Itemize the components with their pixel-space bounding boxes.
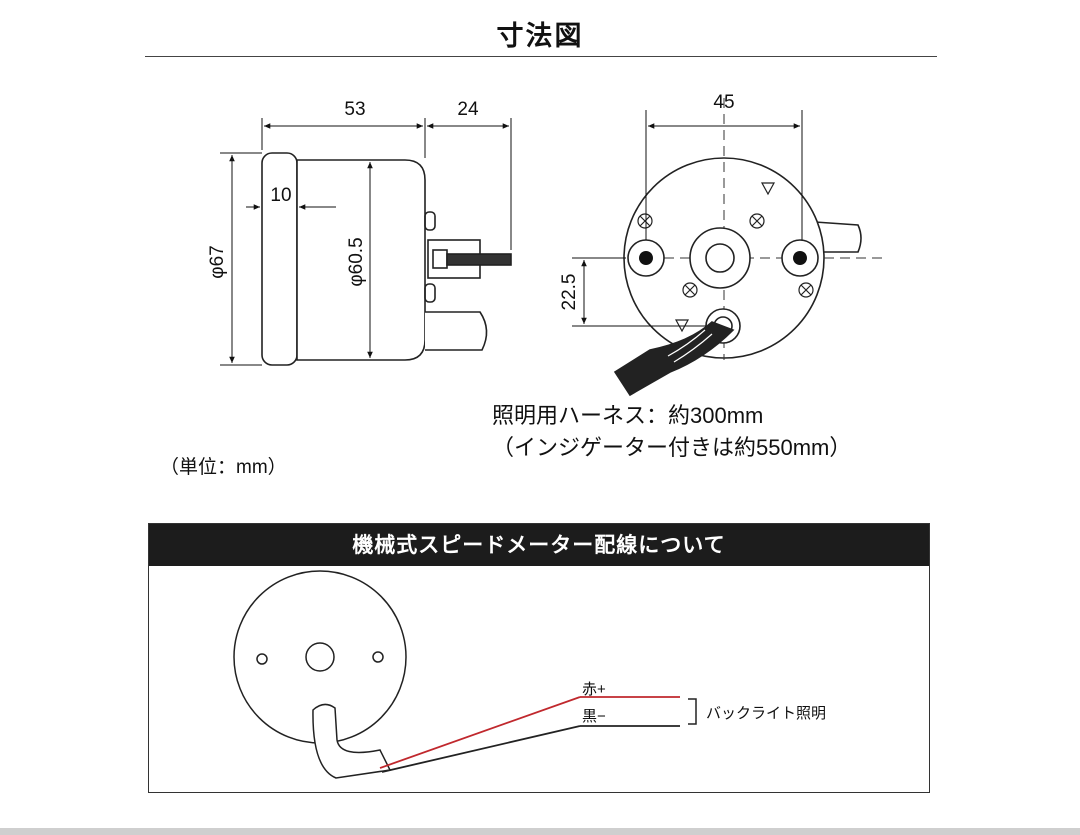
side-tab <box>814 221 862 253</box>
wiring-section: 機械式スピードメーター配線について <box>148 523 930 793</box>
backlight-label: バックライト照明 <box>706 705 827 722</box>
rear-stud-bottom <box>424 283 436 303</box>
indicator-triangle-top <box>760 182 776 196</box>
rear-view <box>600 98 888 397</box>
harness-cable <box>446 253 512 266</box>
unit-note: （単位：mm） <box>160 457 287 478</box>
bottom-bar <box>0 828 1080 835</box>
dim-body-length: 53 <box>344 99 365 120</box>
wiring-heading: 機械式スピードメーター配線について <box>149 524 929 566</box>
rear-stud-top <box>424 211 436 231</box>
harness-note-line1: 照明用ハーネス：約300mm <box>492 403 764 428</box>
dim-outer-diameter: φ67 <box>207 245 228 278</box>
harness-bundle <box>613 321 735 397</box>
side-view <box>261 152 512 366</box>
dim-body-diameter: φ60.5 <box>346 237 367 286</box>
harness-note-line2: （インジゲーター付きは約550mm） <box>492 435 852 460</box>
bracket <box>425 311 488 351</box>
dimension-drawing: 53 24 10 φ67 φ60.5 <box>207 92 888 397</box>
page-title: 寸法図 <box>496 21 584 52</box>
dim-connector-length: 24 <box>457 99 479 120</box>
dim-bezel-depth: 10 <box>270 185 291 206</box>
black-wire-label: 黒− <box>582 708 606 725</box>
title-divider <box>145 56 937 57</box>
red-wire-label: 赤+ <box>582 681 606 698</box>
dim-rear-width: 45 <box>713 92 734 113</box>
dim-connector-offset: 22.5 <box>559 274 580 311</box>
